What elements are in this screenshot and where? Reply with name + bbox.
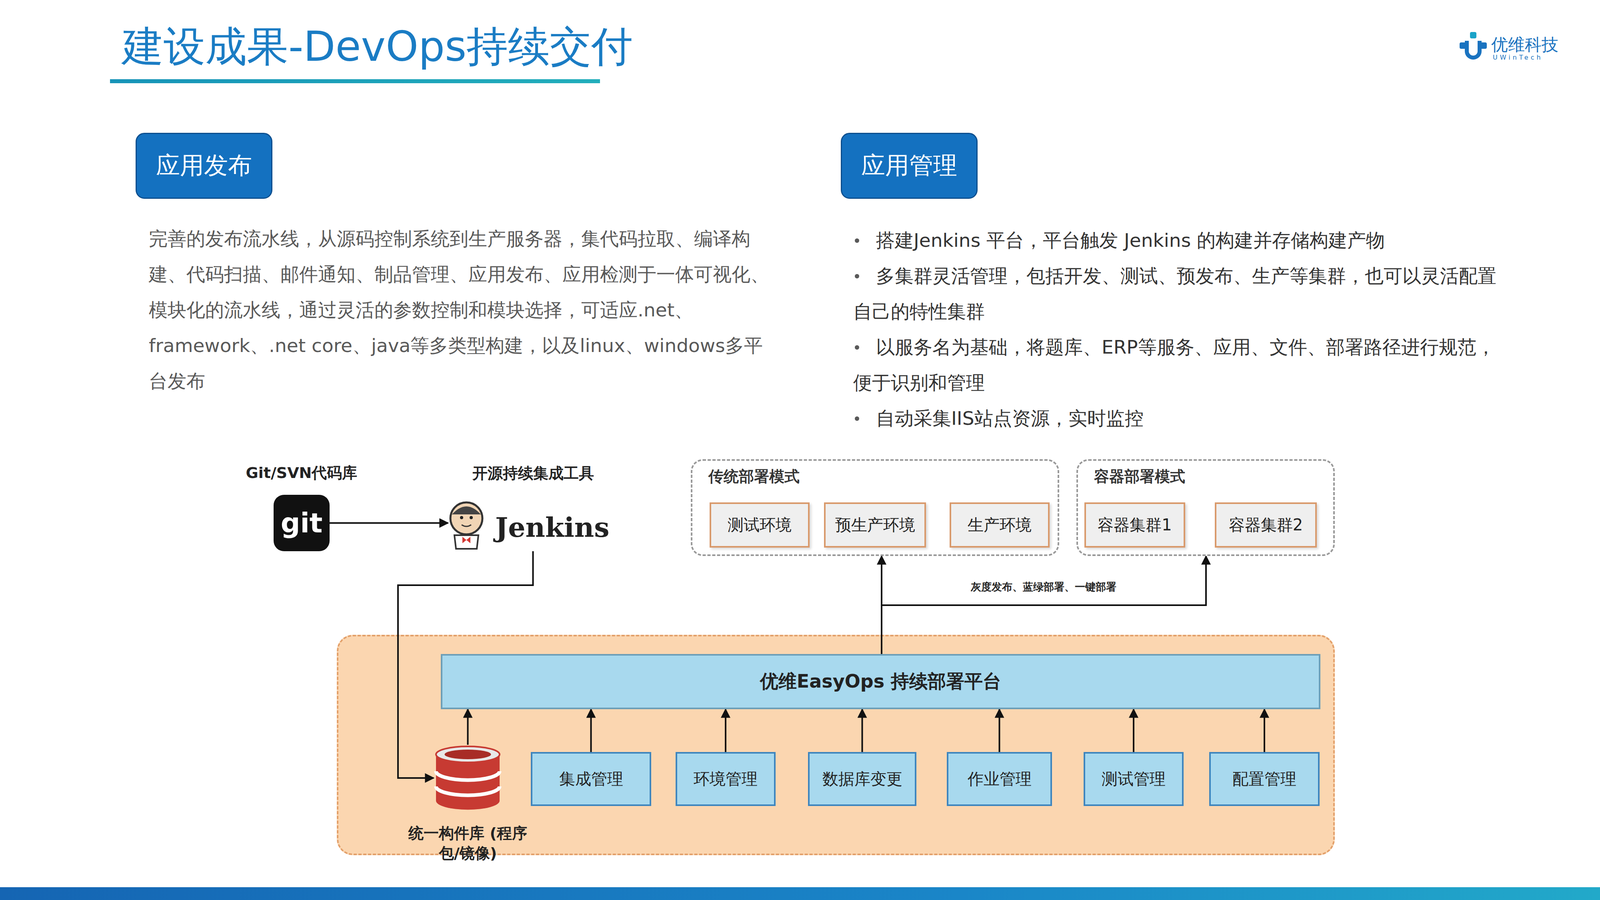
- bullet-dot: [854, 416, 860, 421]
- connector: [1132, 709, 1135, 752]
- connector: [881, 556, 1206, 654]
- title-underline: [110, 79, 600, 84]
- jenkins-wordmark: Jenkins: [495, 511, 610, 544]
- repo-heading: Git/SVN代码库: [246, 462, 358, 484]
- env-node: 预生产环境: [824, 502, 926, 548]
- connector: [467, 709, 469, 745]
- button-label: 应用发布: [156, 149, 252, 182]
- box-label: 容器集群1: [1097, 514, 1172, 536]
- mgmt-node: 配置管理: [1209, 752, 1320, 806]
- bullet-item: 多集群灵活管理，包括开发、测试、预发布、生产等集群，也可以灵活配置自己的特性集群: [853, 258, 1506, 330]
- bullet-text: 自动采集IIS站点资源，实时监控: [853, 400, 1506, 436]
- mgmt-node: 数据库变更: [808, 752, 917, 806]
- logo-icon: [1458, 30, 1490, 62]
- platform-label: 优维EasyOps 持续部署平台: [760, 669, 1002, 694]
- bullet-text: 多集群灵活管理，包括开发、测试、预发布、生产等集群，也可以灵活配置自己的特性集群: [853, 258, 1506, 330]
- bullet-dot: [854, 274, 860, 279]
- mgmt-node: 环境管理: [675, 752, 776, 806]
- paragraph: 完善的发布流水线，从源码控制系统到生产服务器，集代码拉取、编译构建、代码扫描、邮…: [148, 220, 777, 399]
- bullet-item: 搭建Jenkins 平台，平台触发 Jenkins 的构建并存储构建产物: [853, 222, 1506, 258]
- env-node: 容器集群1: [1084, 502, 1186, 548]
- tool-heading: 开源持续集成工具: [472, 463, 594, 484]
- btn-node: 应用管理: [840, 132, 978, 199]
- env-node: 生产环境: [949, 502, 1050, 548]
- bullet-list: 搭建Jenkins 平台，平台触发 Jenkins 的构建并存储构建产物多集群灵…: [853, 222, 1506, 436]
- group-node: 传统部署模式测试环境 预生产环境 生产环境: [690, 459, 1060, 556]
- git-node: Git/SVN代码库git: [273, 494, 330, 552]
- database-label: 统一构件库 (程序包/镜像): [408, 823, 528, 864]
- database-cylinder: [433, 744, 502, 812]
- box-label: 预生产环境: [835, 514, 916, 536]
- plat-node: 优维EasyOps 持续部署平台: [440, 654, 1321, 710]
- mgmt-node: 测试管理: [1083, 752, 1184, 806]
- bottom-bar: [0, 887, 1600, 900]
- bullet-dot: [854, 238, 860, 243]
- logo-text: 优维科技: [1491, 33, 1559, 56]
- env-node: 容器集群2: [1214, 502, 1317, 548]
- bullet-item: 自动采集IIS站点资源，实时监控: [853, 400, 1506, 436]
- box-label: 环境管理: [693, 768, 758, 790]
- box-label: 数据库变更: [822, 768, 903, 790]
- git-logo-text: git: [280, 507, 323, 539]
- box-label: 测试管理: [1101, 768, 1166, 790]
- bullet-text: 以服务名为基础，将题库、ERP等服务、应用、文件、部署路径进行规范，便于识别和管…: [853, 329, 1506, 401]
- bullet-item: 以服务名为基础，将题库、ERP等服务、应用、文件、部署路径进行规范，便于识别和管…: [853, 329, 1506, 401]
- box-label: 集成管理: [559, 768, 624, 790]
- connector: [998, 709, 1001, 752]
- connector: [861, 709, 864, 752]
- box-label: 生产环境: [967, 514, 1032, 536]
- connector: [590, 709, 592, 752]
- box-label: 作业管理: [967, 768, 1032, 790]
- env-node: 测试环境: [709, 502, 810, 548]
- jenkins-node: 开源持续集成工具Jenkins: [448, 496, 618, 552]
- connector: [1263, 709, 1266, 752]
- mgmt-node: 作业管理: [946, 752, 1052, 806]
- box-label: 容器集群2: [1228, 514, 1303, 536]
- group-heading: 传统部署模式: [708, 466, 800, 487]
- mgmt-node: 集成管理: [530, 752, 652, 806]
- group-heading: 容器部署模式: [1094, 466, 1186, 487]
- jenkins-icon: [448, 498, 485, 550]
- box-label: 配置管理: [1232, 768, 1297, 790]
- bullet-dot: [854, 345, 860, 350]
- logo-subtext: UWinTech: [1492, 53, 1544, 62]
- bullet-text: 搭建Jenkins 平台，平台触发 Jenkins 的构建并存储构建产物: [853, 222, 1506, 258]
- group-node: 容器部署模式容器集群1 容器集群2: [1076, 459, 1335, 556]
- connector: [329, 522, 448, 524]
- connector: [724, 709, 727, 752]
- button-label: 应用管理: [861, 149, 958, 182]
- box-label: 测试环境: [727, 514, 792, 536]
- edge-label: 灰度发布、蓝绿部署、一键部署: [968, 579, 1119, 595]
- db-node: 统一构件库 (程序包/镜像): [433, 744, 502, 812]
- page-title: 建设成果-DevOps持续交付: [122, 19, 633, 76]
- btn-node: 应用发布: [135, 132, 273, 199]
